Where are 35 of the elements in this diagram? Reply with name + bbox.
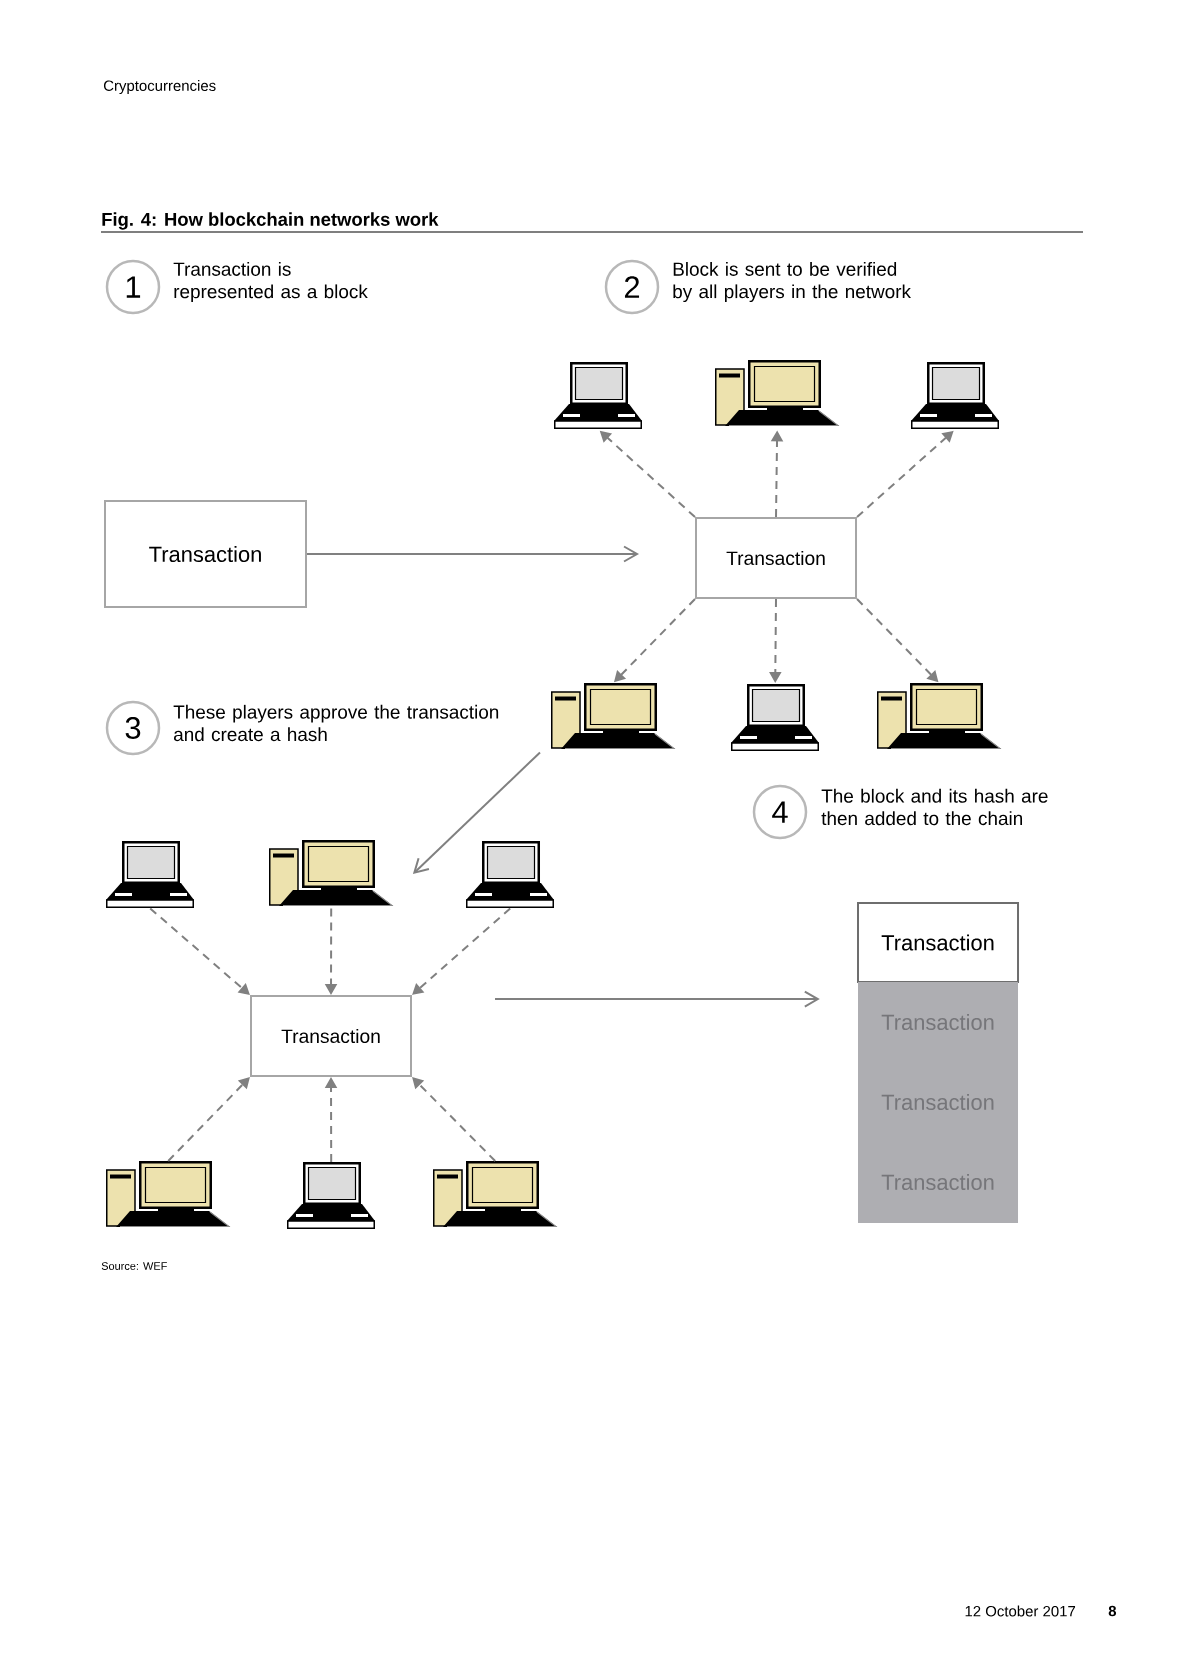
desktop-computer-icon — [877, 683, 1001, 749]
step-text: Block is sent to be verified by all players in the network — [673, 261, 911, 303]
header-text: Cryptocurrencies — [103, 80, 216, 94]
laptop-icon — [911, 362, 999, 429]
laptop-icon — [554, 362, 642, 429]
dashed-arrow — [412, 907, 512, 995]
laptop-icon — [287, 1162, 375, 1229]
block-label: Transaction — [881, 1013, 994, 1031]
block-label: Transaction — [881, 1093, 994, 1111]
arrow — [306, 545, 639, 563]
step-text: The block and its hash are then added to the chain — [821, 788, 1048, 826]
block-label: Transaction — [881, 1173, 994, 1191]
desktop-computer-icon — [551, 683, 675, 749]
arrow — [494, 990, 820, 1008]
transaction-box: Transaction — [104, 500, 307, 608]
transaction-box: Transaction — [857, 902, 1019, 983]
arrow — [412, 751, 541, 875]
transaction-box: Transaction — [250, 995, 412, 1077]
desktop-computer-icon — [715, 360, 839, 426]
desktop-computer-icon — [269, 840, 393, 906]
step-text: Transaction is represented as a block — [173, 261, 368, 303]
transaction-box: Transaction — [695, 517, 857, 599]
dashed-arrow — [167, 1077, 250, 1162]
desktop-computer-icon — [433, 1161, 557, 1227]
page-number: 8 — [1108, 1605, 1117, 1617]
desktop-computer-icon — [106, 1161, 230, 1227]
laptop-icon — [106, 841, 194, 908]
laptop-icon — [731, 684, 819, 751]
date-text: 12 October 2017 — [965, 1605, 1076, 1617]
figure-title: Fig. 4: How blockchain networks work — [102, 212, 439, 230]
step-text: These players approve the transaction and create a hash — [173, 704, 499, 742]
laptop-icon — [466, 841, 554, 908]
source-note: Source: WEF — [101, 1262, 167, 1270]
dashed-arrow — [412, 1077, 497, 1162]
dashed-arrow — [149, 907, 250, 995]
